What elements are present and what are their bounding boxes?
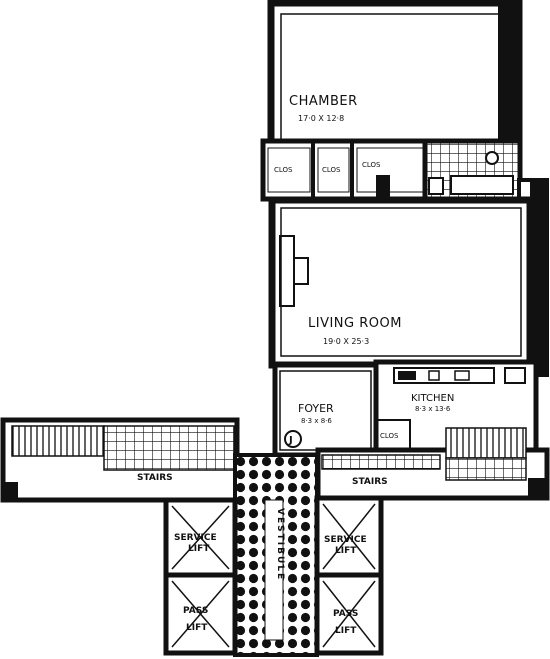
closet-band: CLOS CLOS CLOS <box>260 138 430 202</box>
j-symbol-label: J <box>288 435 293 446</box>
basin-icon <box>485 151 499 165</box>
toilet-icon <box>428 177 444 195</box>
lift-pass-right: PASS LIFT <box>314 572 384 656</box>
vestibule-label: VESTIBULE <box>275 508 285 581</box>
service-lift-left-label-2: LIFT <box>188 544 210 554</box>
living-room-label: LIVING ROOM <box>308 316 402 331</box>
corridor-left: STAIRS <box>0 417 240 503</box>
closet-2-label: CLOS <box>322 166 341 174</box>
stairs-right-label: STAIRS <box>352 477 388 487</box>
service-lift-left-label-1: SERVICE <box>174 533 217 543</box>
corridor-right: STAIRS <box>315 427 550 501</box>
pass-lift-right-label-1: PASS <box>333 609 358 619</box>
lift-service-right: SERVICE LIFT <box>314 495 384 578</box>
pass-lift-left-label-1: PASS <box>183 606 208 616</box>
pass-lift-left-label-2: LIFT <box>186 623 208 633</box>
j-symbol-icon <box>284 430 302 448</box>
bathroom <box>422 138 523 202</box>
foyer-dims: 8·3 x 8·6 <box>301 417 332 425</box>
kitchen-closet-label: CLOS <box>380 432 399 440</box>
closet-1-label: CLOS <box>274 166 293 174</box>
closet-3-label: CLOS <box>362 161 381 169</box>
kitchen-label: KITCHEN <box>411 393 454 404</box>
pass-lift-right-label-2: LIFT <box>335 626 357 636</box>
lift-service-left: SERVICE LIFT <box>163 497 238 578</box>
stairs-left-label: STAIRS <box>137 473 173 483</box>
living-room: LIVING ROOM 19·0 X 25·3 <box>268 196 534 369</box>
chamber-room: CHAMBER 17·0 X 12·8 <box>267 0 523 155</box>
chamber-label: CHAMBER <box>289 94 358 109</box>
service-lift-right-label-2: LIFT <box>335 546 357 556</box>
kitchen-dims: 8·3 x 13·6 <box>415 405 451 413</box>
chamber-dims: 17·0 X 12·8 <box>298 114 344 123</box>
foyer: FOYER 8·3 x 8·6 J <box>272 362 379 458</box>
living-room-dims: 19·0 X 25·3 <box>323 337 369 346</box>
foyer-label: FOYER <box>298 402 334 415</box>
service-lift-right-label-1: SERVICE <box>324 535 367 545</box>
vestibule: VESTIBULE <box>233 453 319 657</box>
lift-pass-left: PASS LIFT <box>163 572 238 656</box>
